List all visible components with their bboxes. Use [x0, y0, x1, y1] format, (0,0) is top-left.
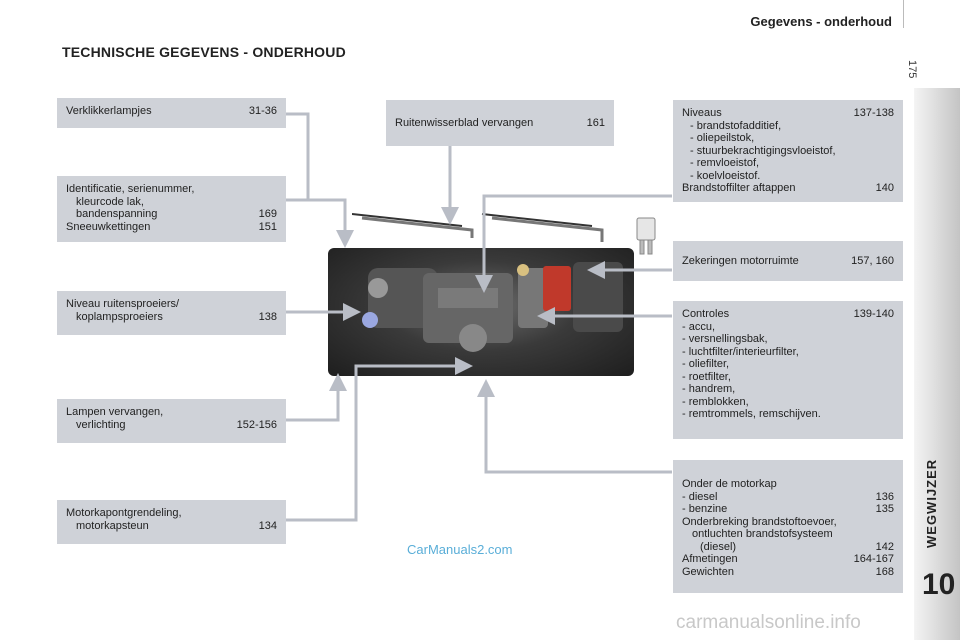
box-line: Brandstoffilter aftappen	[682, 182, 796, 194]
box-pages: 138	[258, 310, 277, 323]
box-line: verlichting	[76, 418, 126, 431]
box-line: Lampen vervangen,	[66, 406, 164, 418]
box-pages: 140	[875, 182, 894, 194]
box-pages: 31-36	[248, 105, 277, 117]
box-label: Niveaus	[682, 107, 722, 119]
chapter-number: 10	[922, 568, 956, 601]
leader-identificatie	[286, 198, 354, 248]
box-ruitenwisserblad: Ruitenwisserblad vervangen 161	[386, 100, 614, 146]
box-motorkap: Motorkapontgrendeling, motorkapsteun 134	[57, 500, 286, 544]
leader-verklikkerlampjes	[286, 112, 310, 200]
box-pages: 142	[875, 540, 894, 553]
box-pages: 134	[258, 519, 277, 532]
side-tab	[914, 88, 960, 640]
box-line: koplampsproeiers	[76, 310, 163, 323]
leader-motorkap	[286, 357, 473, 522]
box-line: Motorkapontgrendeling,	[66, 507, 182, 519]
box-pages: 152-156	[236, 418, 277, 431]
list-item: benzine	[682, 503, 733, 516]
leader-onder-motorkap	[477, 379, 672, 474]
box-line: (diesel)	[700, 540, 737, 553]
list-item: koelvloeistof.	[690, 170, 894, 183]
box-line: ontluchten brandstofsysteem	[692, 528, 833, 540]
footer-watermark: carmanualsonline.info	[676, 612, 861, 633]
list-item: oliepeilstok,	[690, 132, 894, 145]
fuse-icon	[636, 217, 656, 255]
list-item: roetfilter,	[682, 371, 894, 384]
list-item: brandstofadditief,	[690, 120, 894, 133]
box-pages: 136	[875, 490, 894, 503]
box-niveaus: Niveaus 137-138 brandstofadditief, oliepe…	[673, 100, 903, 202]
leader-lampen	[286, 373, 347, 422]
box-label: Verklikkerlampjes	[66, 105, 152, 117]
box-identificatie: Identificatie, serienummer, kleurcode la…	[57, 176, 286, 242]
header-title: Gegevens - onderhoud	[750, 14, 892, 29]
box-pages: 139-140	[853, 308, 894, 320]
box-line: kleurcode lak,	[76, 195, 144, 208]
box-pages: 137-138	[853, 107, 894, 119]
box-pages: 157, 160	[851, 255, 894, 267]
list-item: oliefilter,	[682, 358, 894, 371]
box-label: Ruitenwisserblad vervangen	[395, 117, 534, 129]
box-line: Sneeuwkettingen	[66, 220, 151, 233]
watermark-link[interactable]: CarManuals2.com	[407, 542, 513, 557]
list-item: remvloeistof,	[690, 157, 894, 170]
list-item: accu,	[682, 321, 894, 334]
box-label: Onder de motorkap	[682, 478, 777, 490]
box-lampen: Lampen vervangen, verlichting 152-156	[57, 399, 286, 443]
box-line: Identificatie, serienummer,	[66, 183, 195, 195]
list-item: versnellingsbak,	[682, 333, 894, 346]
box-pages: 169	[258, 208, 277, 220]
leader-niveaus	[475, 194, 672, 293]
box-pages: 164-167	[853, 553, 894, 565]
box-onder-motorkap: Onder de motorkap diesel 136 benzine 135 O…	[673, 460, 903, 593]
box-line: Afmetingen	[682, 553, 738, 565]
box-niveau-ruitensproeiers: Niveau ruitensproeiers/ koplampsproeiers…	[57, 291, 286, 335]
list-item: remtrommels, remschijven.	[682, 408, 894, 421]
box-line: Onderbreking brandstoftoevoer,	[682, 515, 837, 528]
box-line: motorkapsteun	[76, 519, 149, 532]
box-label: Controles	[682, 308, 730, 320]
box-line: Niveau ruitensproeiers/	[66, 298, 180, 310]
header-rule	[903, 0, 904, 28]
box-verklikkerlampjes: Verklikkerlampjes 31-36	[57, 98, 286, 128]
box-line: Gewichten	[682, 565, 734, 578]
box-pages: 168	[875, 565, 894, 578]
box-pages: 135	[875, 503, 894, 515]
box-pages: 161	[586, 117, 605, 129]
list-item: remblokken,	[682, 396, 894, 409]
box-label: Zekeringen motorruimte	[682, 255, 799, 267]
list-item: luchtfilter/interieurfilter,	[682, 346, 894, 359]
wiper-blades-illustration	[352, 213, 604, 242]
list-item: diesel	[682, 491, 723, 504]
engine-bay-illustration	[328, 248, 634, 376]
box-line: bandenspanning	[76, 208, 158, 220]
list-item: stuurbekrachtigingsvloeistof,	[690, 145, 894, 158]
box-zekeringen: Zekeringen motorruimte 157, 160	[673, 241, 903, 281]
list-item: handrem,	[682, 383, 894, 396]
section-title: TECHNISCHE GEGEVENS - ONDERHOUD	[62, 44, 346, 60]
box-pages: 151	[258, 220, 277, 233]
